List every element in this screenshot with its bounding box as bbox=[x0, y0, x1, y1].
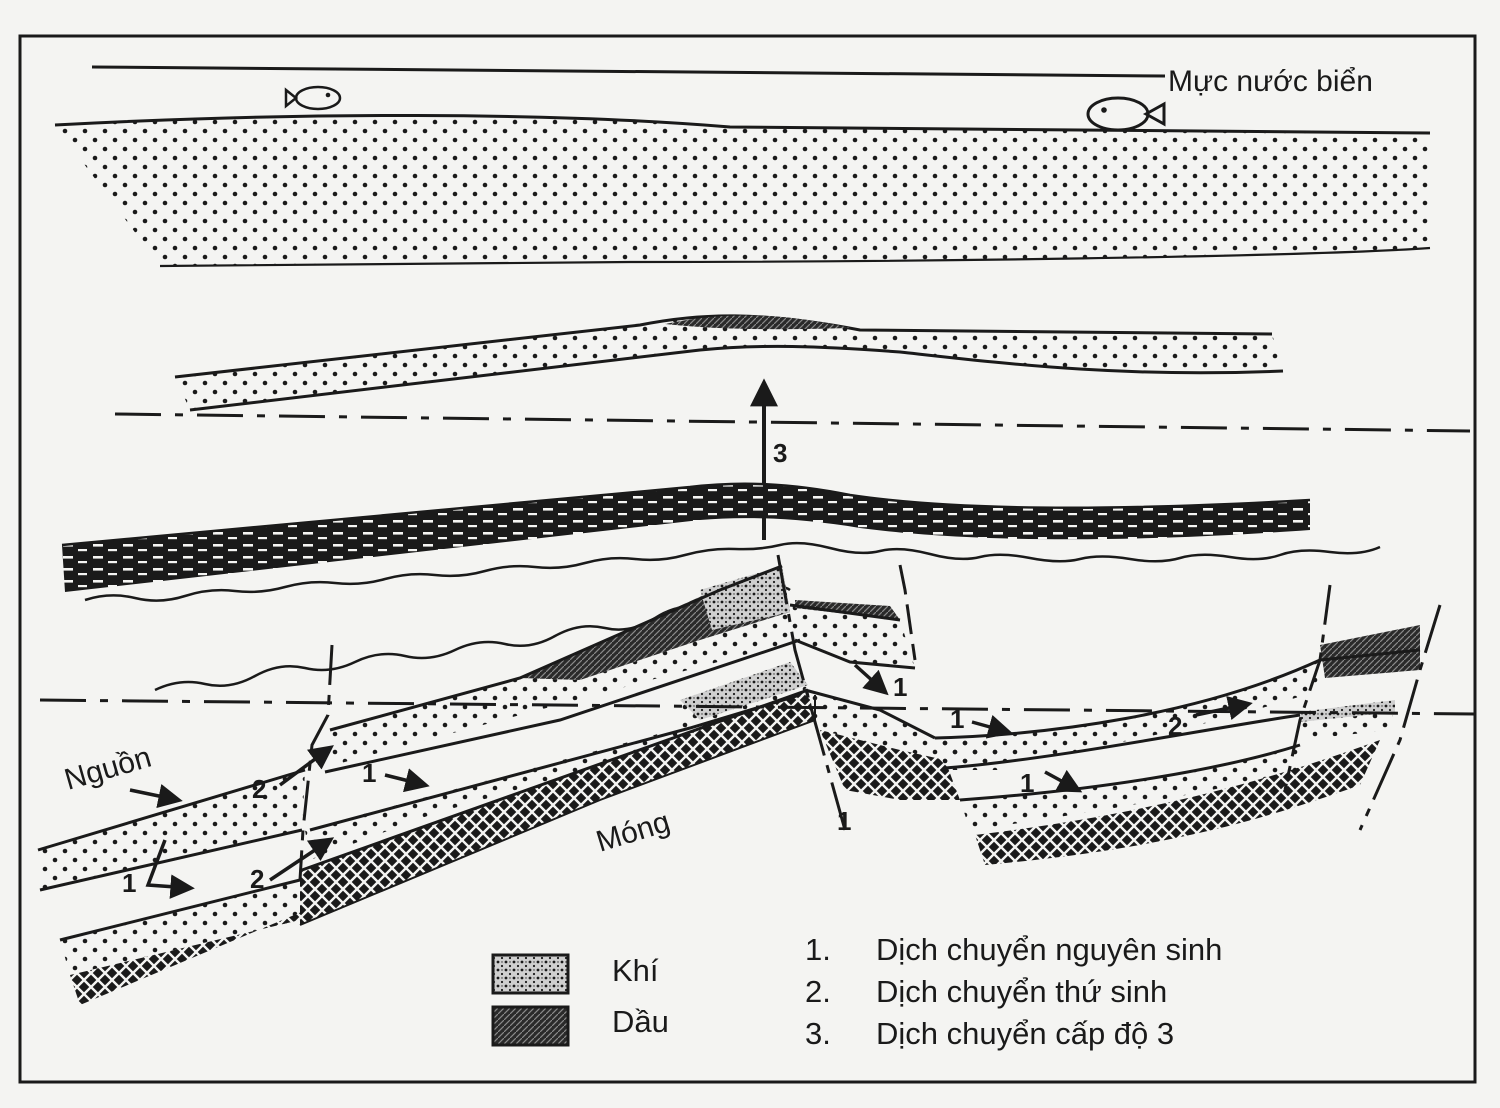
upper-sediment-layer bbox=[54, 114, 1431, 268]
tilted-block-left bbox=[299, 564, 816, 926]
migration-arrows bbox=[129, 663, 1253, 899]
legend-item-2-text: Dịch chuyển thứ sinh bbox=[876, 974, 1167, 1009]
marker-2-a: 2 bbox=[252, 774, 266, 804]
source-block bbox=[37, 768, 330, 1005]
legend-gas-label: Khí bbox=[612, 953, 659, 988]
legend-oil-label: Dầu bbox=[612, 1004, 669, 1039]
sea-level-line bbox=[91, 65, 1166, 78]
reservoir-layer-upper bbox=[174, 314, 1284, 412]
dashed-horizon-lower bbox=[39, 698, 1476, 716]
basement-label: Móng bbox=[592, 805, 673, 858]
legend-item-2-num: 2. bbox=[805, 974, 831, 1009]
source-label: Nguồn bbox=[61, 741, 155, 797]
sea-level-label: Mực nước biển bbox=[1168, 65, 1373, 98]
marker-1-e: 1 bbox=[1020, 768, 1034, 798]
legend-item-1-text: Dịch chuyển nguyên sinh bbox=[876, 932, 1222, 967]
legend-item-3-num: 3. bbox=[805, 1016, 831, 1051]
legend: Khí Dầu 1. Dịch chuyển nguyên sinh 2. Dị… bbox=[491, 932, 1222, 1051]
fault-left bbox=[298, 644, 334, 881]
legend-item-3-text: Dịch chuyển cấp độ 3 bbox=[876, 1016, 1174, 1051]
fault-marker-1: 1 bbox=[837, 806, 851, 836]
basin-block-right bbox=[934, 584, 1442, 865]
dashed-horizon-upper bbox=[114, 412, 1471, 433]
marker-3: 3 bbox=[773, 438, 787, 468]
fish-small-icon bbox=[284, 85, 342, 111]
marker-1-a: 1 bbox=[122, 868, 136, 898]
legend-oil-swatch bbox=[491, 1005, 570, 1047]
frame-border bbox=[18, 34, 1477, 1084]
unconformity-upper bbox=[84, 541, 1381, 602]
marker-1-d: 1 bbox=[950, 704, 964, 734]
marker-2-b: 2 bbox=[250, 864, 264, 894]
legend-gas-swatch bbox=[491, 953, 570, 995]
seal-layer bbox=[61, 482, 1311, 592]
marker-1-c: 1 bbox=[893, 672, 907, 702]
marker-2-c: 2 bbox=[1168, 711, 1182, 741]
fish-large-icon bbox=[1086, 96, 1166, 132]
marker-1-b: 1 bbox=[362, 758, 376, 788]
legend-item-1-num: 1. bbox=[805, 932, 831, 967]
